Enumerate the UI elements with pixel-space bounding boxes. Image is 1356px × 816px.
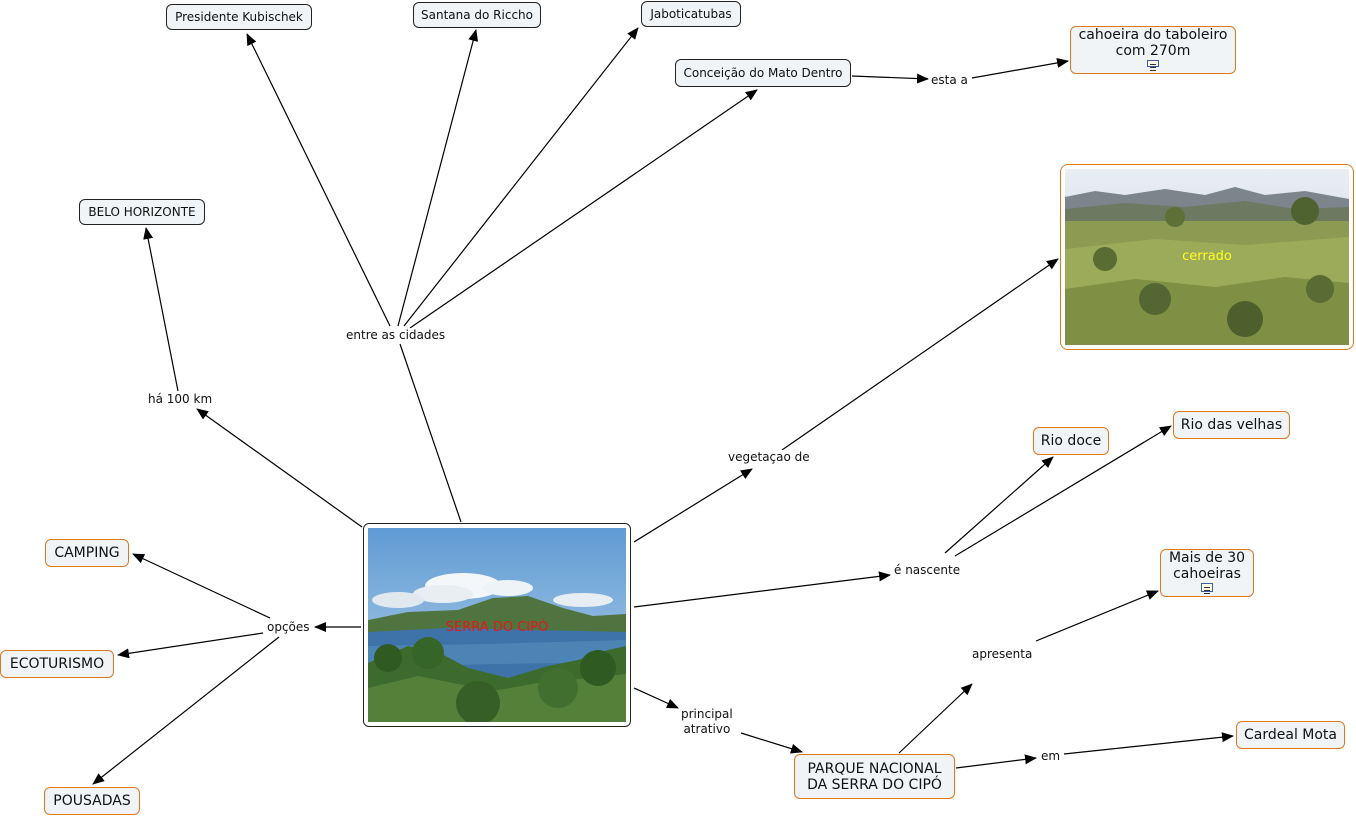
link-arrow [117,632,264,659]
link-arrow [1063,732,1234,755]
cerrado-caption: cerrado [1182,249,1232,264]
document-icon[interactable] [1147,60,1159,68]
node-rio-doce[interactable]: Rio doce [1033,427,1109,455]
link-arrow [246,33,391,327]
label-ha-100-km: há 100 km [146,392,215,407]
node-cerrado[interactable]: cerrado [1060,164,1354,350]
cerrado-image [1065,169,1349,345]
node-cahoeira-do-taboleiro[interactable]: cahoeira do taboleiro com 270m [1070,26,1236,74]
node-rio-das-velhas[interactable]: Rio das velhas [1173,411,1290,439]
node-cardeal-mota[interactable]: Cardeal Mota [1236,721,1345,749]
serra-do-cipo-caption: SERRA DO CIPÓ [445,620,549,635]
node-presidente-kubischek[interactable]: Presidente Kubischek [166,4,312,30]
link-arrow [740,732,803,754]
link-arrow [196,408,363,528]
node-jaboticatubas[interactable]: Jaboticatubas [641,1,741,27]
node-belo-horizonte[interactable]: BELO HORIZONTE [79,199,205,225]
node-camping[interactable]: CAMPING [45,539,129,567]
link-arrow [397,29,479,327]
link-arrow [955,754,1037,769]
label-e-nascente: é nascente [892,563,963,578]
link-arrow [92,636,280,785]
link-arrow [403,27,639,327]
node-ecoturismo[interactable]: ECOTURISMO [0,650,114,678]
mais30-line1: Mais de 30 [1168,550,1246,566]
link-arrow [633,687,679,709]
node-parque-nacional[interactable]: PARQUE NACIONAL DA SERRA DO CIPÓ [794,754,955,799]
node-conceicao-do-mato-dentro[interactable]: Conceição do Mato Dentro [675,59,851,87]
link-arrow [409,89,758,329]
link-arrow [132,553,271,619]
node-santana-do-riccho[interactable]: Santana do Riccho [413,2,541,28]
label-esta-a: esta a [929,73,970,88]
label-apresenta: apresenta [970,647,1035,662]
label-em: em [1039,749,1063,764]
cahoeira-line1: cahoeira do taboleiro [1078,27,1228,43]
parque-line2: DA SERRA DO CIPÓ [807,776,942,793]
label-principal-line2: atrativo [683,722,731,736]
landscape-image [368,528,626,722]
link [399,343,462,523]
link-arrow [1035,590,1159,642]
link-arrow [971,57,1069,79]
label-principal-atrativo: principal atrativo [679,707,735,737]
cahoeira-line2: com 270m [1115,43,1191,59]
label-opcoes: opções [265,620,312,635]
label-principal-line1: principal [681,707,733,721]
label-vegetacao-de: vegetaçao de [726,450,812,465]
parque-line1: PARQUE NACIONAL [807,760,942,777]
link-arrow [898,683,973,754]
link-arrow [143,227,179,392]
link-arrow [633,468,753,543]
label-entre-as-cidades: entre as cidades [344,328,448,343]
link-arrow [944,456,1054,554]
link-arrow [633,571,891,608]
document-icon[interactable] [1201,583,1213,592]
node-pousadas[interactable]: POUSADAS [44,787,140,815]
node-serra-do-cipo[interactable]: SERRA DO CIPÓ [363,523,631,727]
link-arrow [954,425,1172,557]
node-mais-de-30-cahoeiras[interactable]: Mais de 30 cahoeiras [1160,549,1254,597]
link-arrow [781,258,1059,451]
mais30-line2: cahoeiras [1173,566,1241,582]
link-arrow [851,73,929,84]
